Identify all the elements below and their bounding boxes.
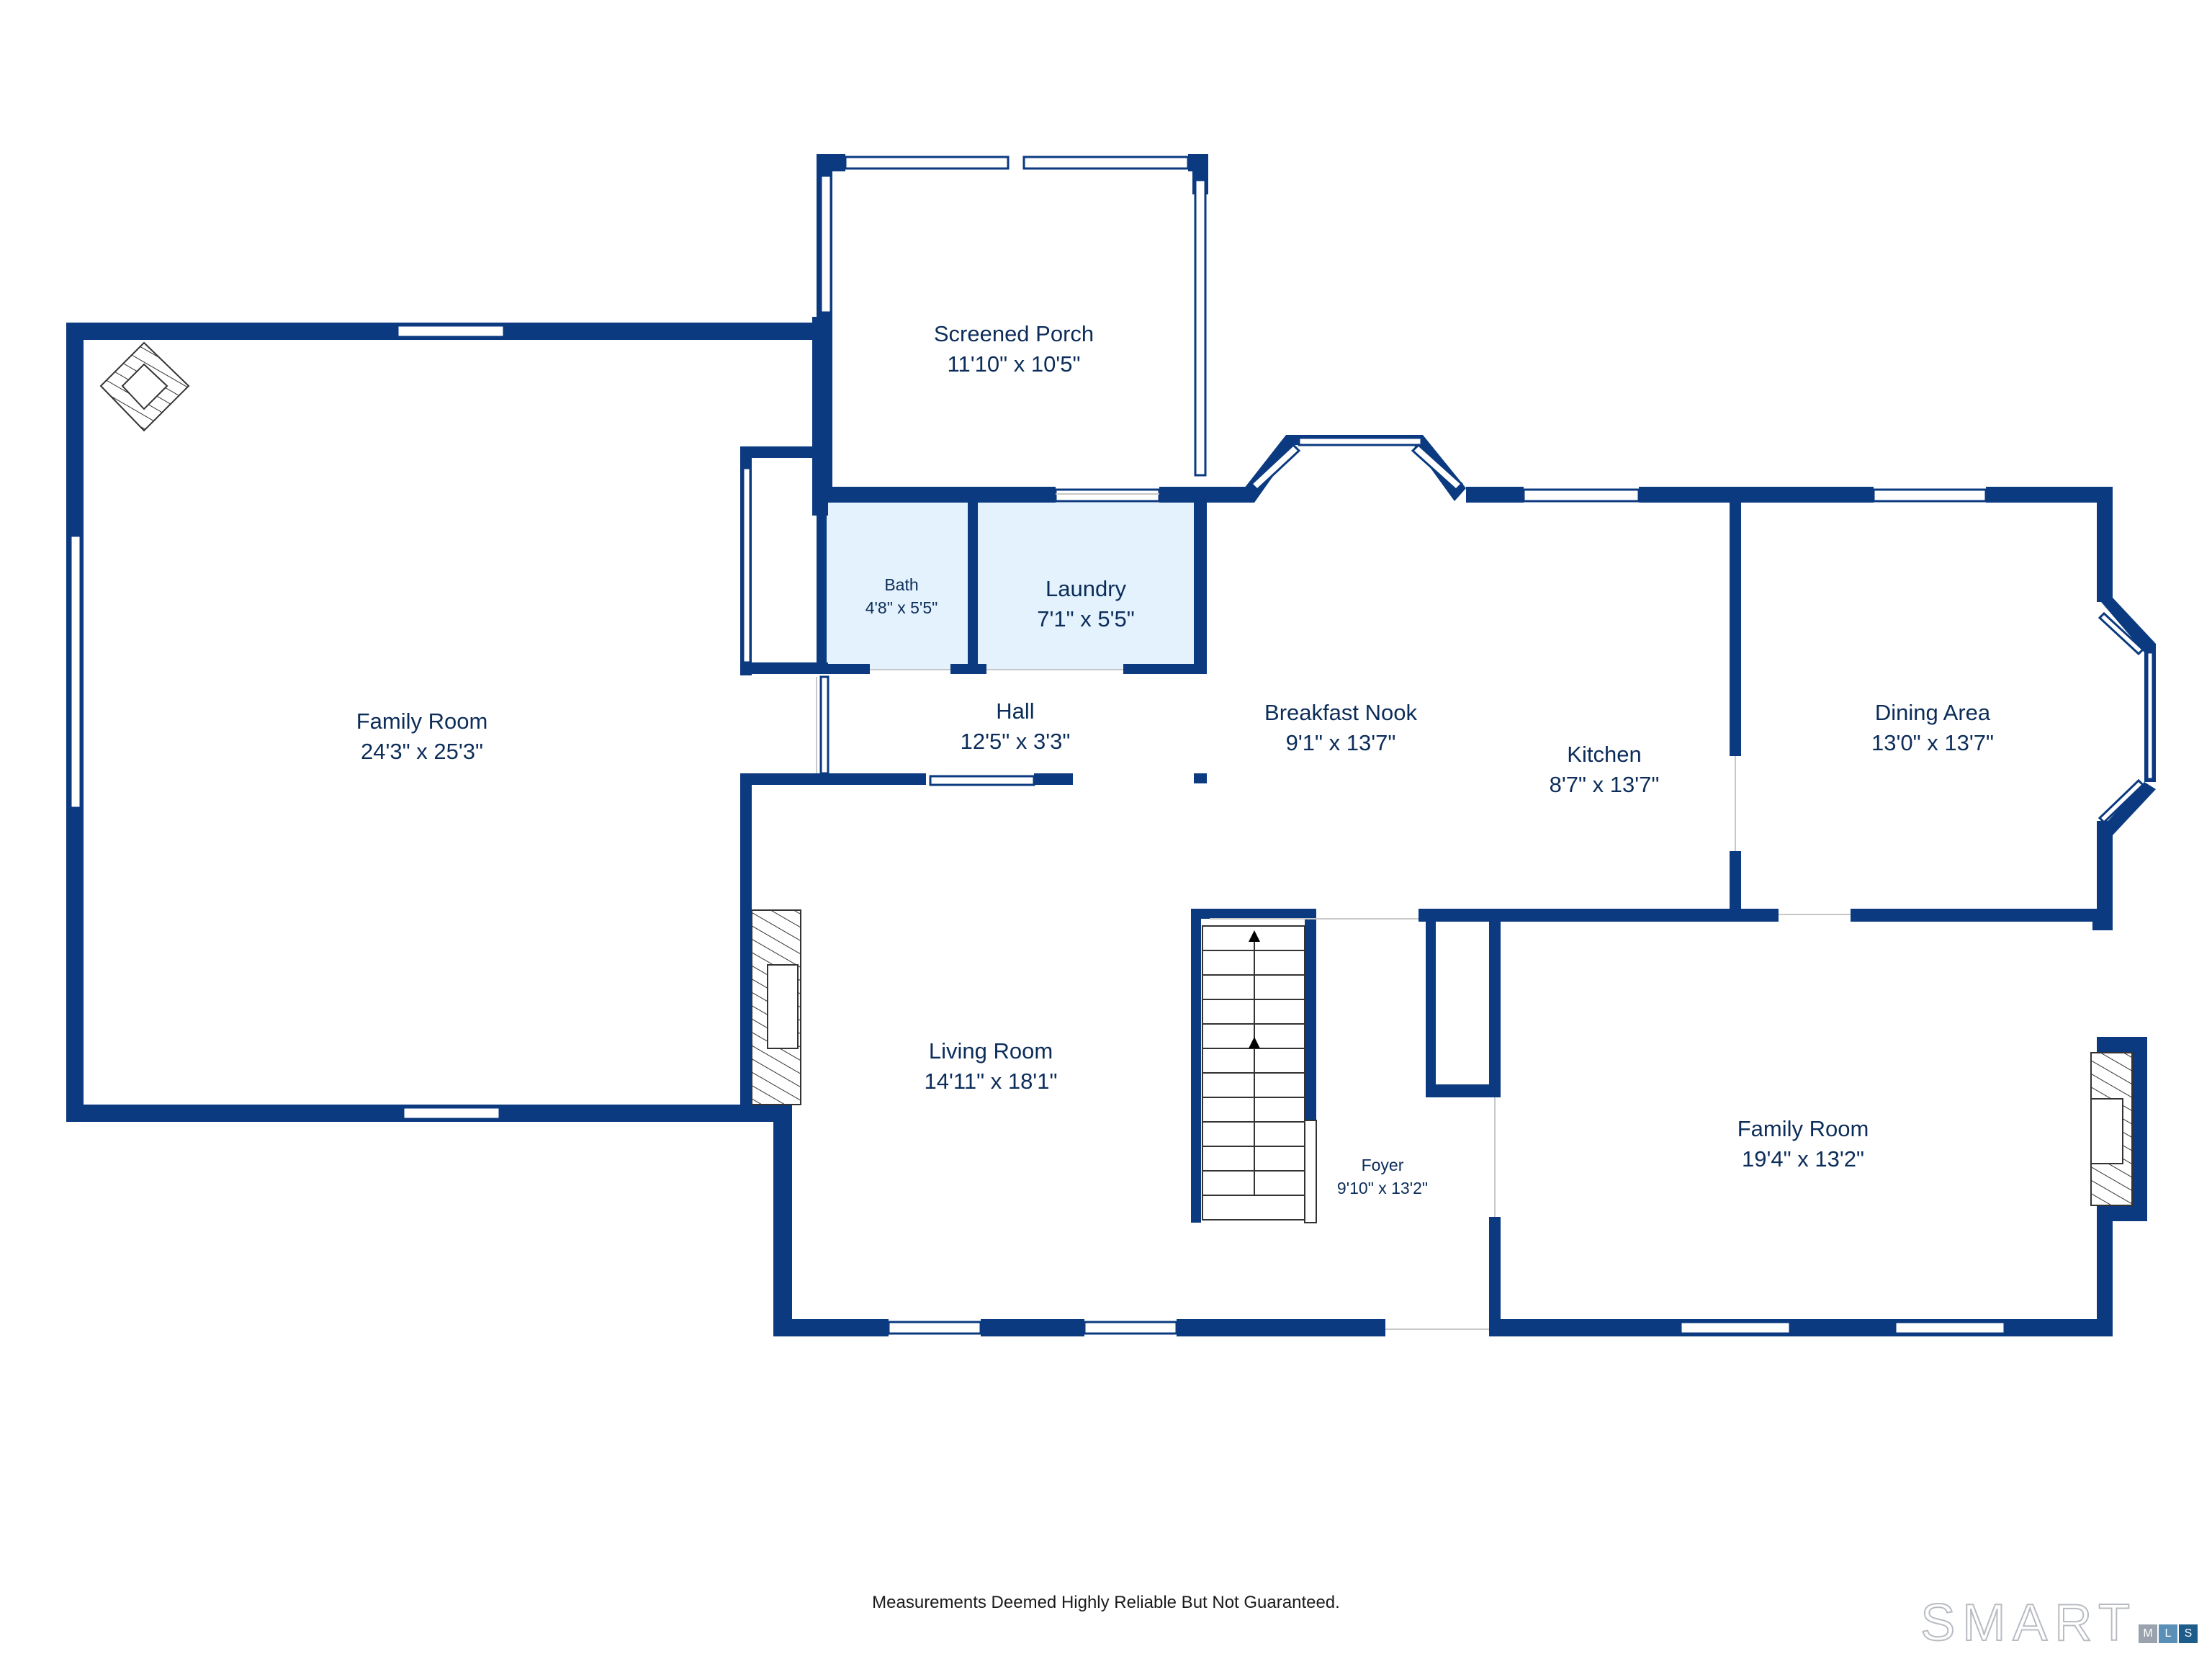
fireplace-icon [751,909,801,1105]
fireplace-icon [99,341,190,432]
stair-rail [1304,1120,1317,1223]
room-name-breakfast-nook: Breakfast Nook [1264,700,1417,725]
room-dims-bath: 4'8" x 5'5" [866,598,938,617]
room-labels: Family Room 24'3" x 25'3" Screened Porch… [356,321,1994,1197]
stairs-icon [1202,925,1305,1220]
smartmls-logo: SMART M L S [1920,1594,2198,1652]
disclaimer-text: Measurements Deemed Highly Reliable But … [872,1593,1340,1612]
room-dims-breakfast-nook: 9'1" x 13'7" [1286,730,1396,755]
room-dims-foyer: 9'10" x 13'2" [1337,1179,1428,1197]
room-name-foyer: Foyer [1362,1156,1404,1174]
room-name-screened-porch: Screened Porch [934,321,1094,346]
room-name-dining-area: Dining Area [1875,700,1991,725]
room-dims-screened-porch: 11'10" x 10'5" [948,351,1081,377]
room-dims-dining-area: 13'0" x 13'7" [1871,730,1994,755]
bath-fill [827,503,968,670]
logo-badge-s: S [2179,1624,2198,1643]
logo-badge-m: M [2139,1624,2157,1643]
logo-wordmark: SMART [1920,1594,2137,1652]
room-dims-family-room-east: 19'4" x 13'2" [1742,1146,1864,1172]
room-dims-laundry: 7'1" x 5'5" [1037,606,1135,631]
room-name-family-room-west: Family Room [356,709,488,734]
room-name-hall: Hall [996,698,1034,724]
room-name-family-room-east: Family Room [1737,1116,1869,1141]
room-name-bath: Bath [884,575,918,594]
room-dims-hall: 12'5" x 3'3" [961,729,1071,754]
room-dims-family-room-west: 24'3" x 25'3" [361,739,483,764]
room-dims-kitchen: 8'7" x 13'7" [1550,772,1660,797]
window-bay-angled [1249,443,2145,824]
logo-badge-l: L [2159,1624,2177,1643]
room-name-laundry: Laundry [1046,576,1127,601]
up-arrow-icon [1249,930,1260,1048]
opening-lines [816,493,1851,1330]
room-name-kitchen: Kitchen [1567,742,1641,767]
room-dims-living-room: 14'11" x 18'1" [925,1069,1058,1094]
fireplace-icon [2090,1052,2134,1206]
laundry-fill [978,503,1200,670]
windows [69,156,2154,1335]
room-name-living-room: Living Room [929,1038,1053,1064]
